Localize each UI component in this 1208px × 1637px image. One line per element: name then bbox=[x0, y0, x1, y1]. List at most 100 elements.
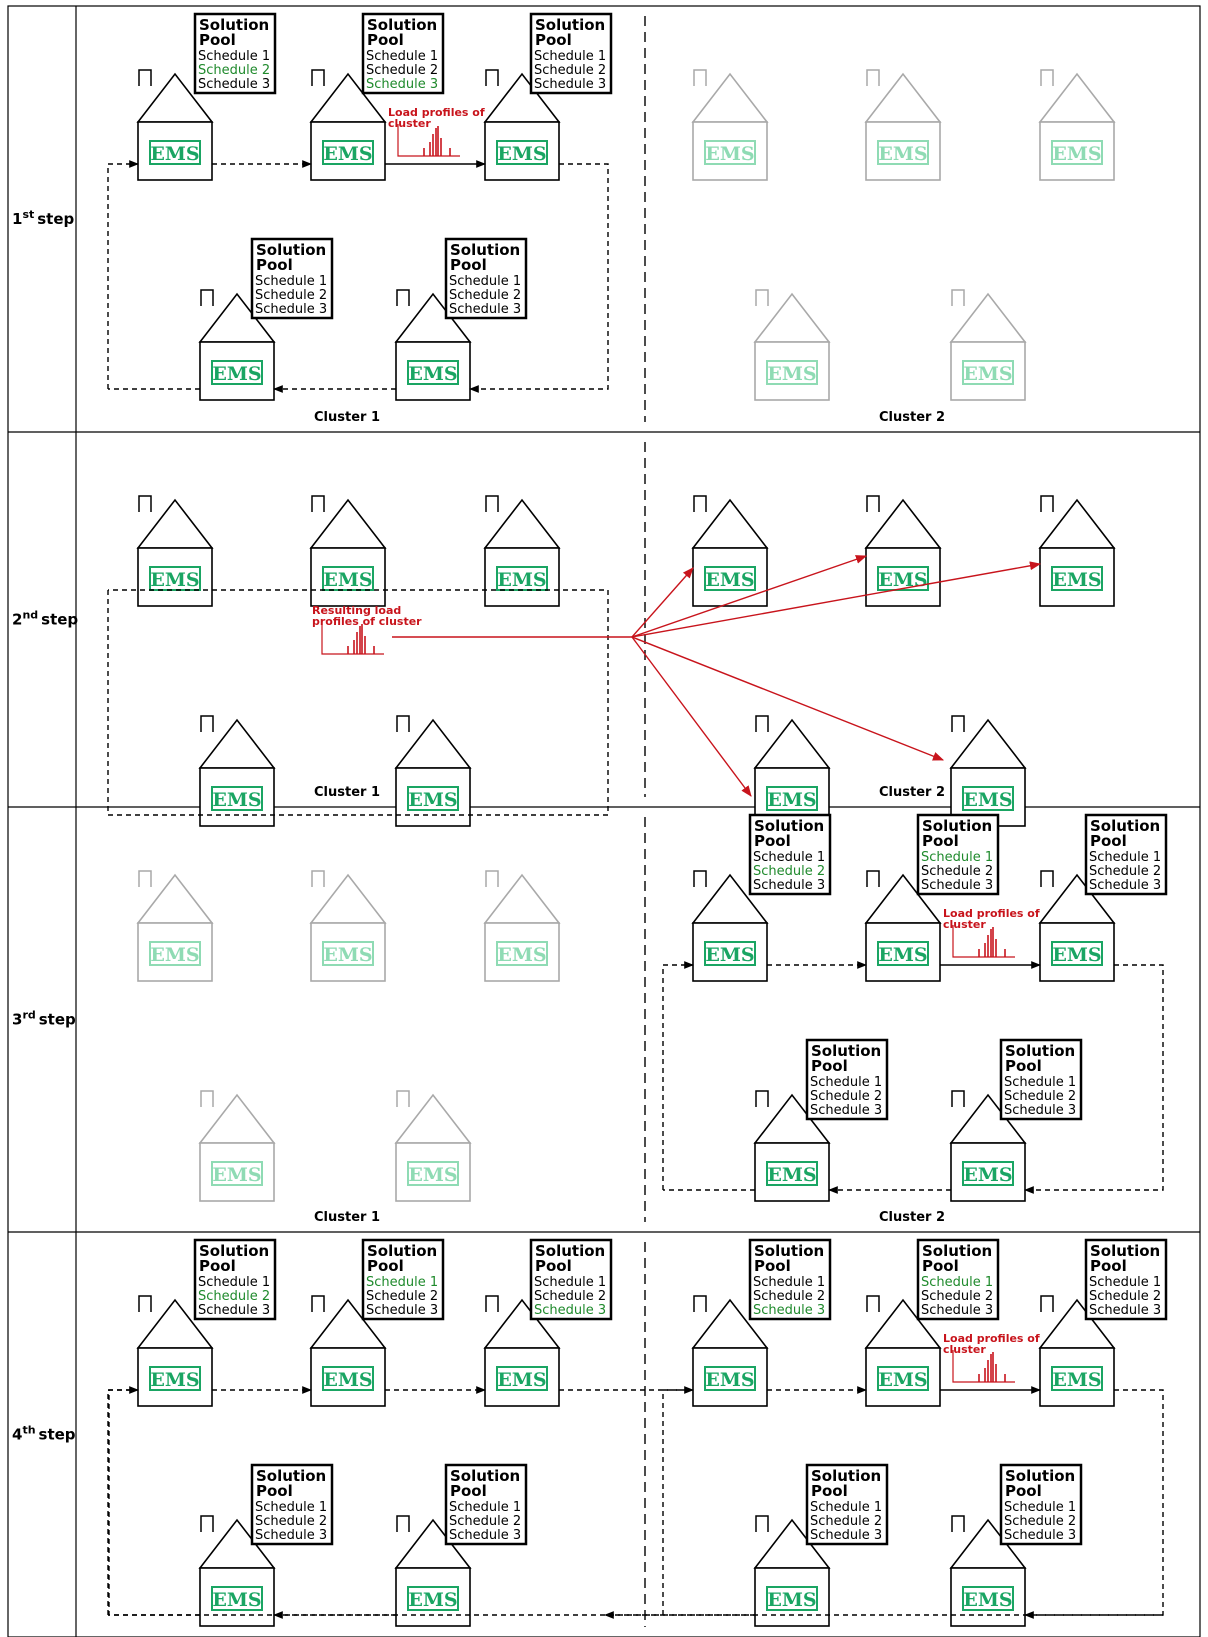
ems-label: EMS bbox=[1052, 1369, 1101, 1391]
schedule-item: Schedule 1 bbox=[1089, 850, 1161, 865]
ems-badge bbox=[211, 1586, 263, 1611]
ems-badge bbox=[704, 941, 756, 966]
schedule-item: Schedule 2 bbox=[810, 1514, 882, 1529]
ems-label: EMS bbox=[1052, 569, 1101, 591]
broadcast-arrow bbox=[631, 555, 868, 638]
chimney bbox=[951, 1515, 965, 1532]
house-icon: EMS bbox=[1038, 870, 1116, 982]
chimney bbox=[396, 289, 410, 306]
solution-pool-box bbox=[748, 813, 832, 896]
solution-pool-title: Pool bbox=[535, 31, 572, 49]
schedule-item: Schedule 1 bbox=[449, 1500, 521, 1515]
schedule-item: Schedule 2 bbox=[534, 63, 606, 78]
dashed-connector bbox=[469, 163, 609, 393]
house-icon: EMS bbox=[753, 1090, 831, 1202]
ems-badge bbox=[1051, 1366, 1103, 1391]
ems-badge bbox=[962, 360, 1014, 385]
chimney bbox=[200, 1515, 214, 1532]
solution-pool-title: Pool bbox=[199, 31, 236, 49]
step-word: step bbox=[37, 210, 74, 228]
dashed-connector bbox=[662, 961, 694, 1190]
house-icon: EMS bbox=[949, 1515, 1027, 1627]
chimney bbox=[951, 715, 965, 732]
house-icon: EMS bbox=[691, 1295, 769, 1407]
schedule-item: Schedule 2 bbox=[921, 1289, 993, 1304]
house-icon: EMS bbox=[136, 870, 214, 982]
schedule-item: Schedule 2 bbox=[534, 1289, 606, 1304]
ems-label: EMS bbox=[150, 1369, 199, 1391]
ems-label: EMS bbox=[878, 944, 927, 966]
chimney bbox=[755, 1515, 769, 1532]
schedule-item: Schedule 2 bbox=[810, 1089, 882, 1104]
ems-label: EMS bbox=[323, 143, 372, 165]
chimney bbox=[1040, 69, 1054, 86]
dashed-connector bbox=[108, 1389, 1163, 1616]
chimney bbox=[693, 1295, 707, 1312]
ems-badge bbox=[149, 140, 201, 165]
schedule-item: Schedule 2 bbox=[449, 1514, 521, 1529]
house-icon: EMS bbox=[198, 715, 276, 827]
solution-pool-title: Pool bbox=[450, 1482, 487, 1500]
schedule-item: Schedule 1 bbox=[366, 1275, 438, 1290]
ems-badge bbox=[149, 566, 201, 591]
cluster-label: Cluster 1 bbox=[314, 1210, 380, 1225]
load-profile-label: profiles of cluster bbox=[312, 615, 422, 628]
solution-pool-title: Pool bbox=[922, 1257, 959, 1275]
schedule-item: Schedule 3 bbox=[449, 302, 521, 317]
roof bbox=[394, 718, 472, 769]
ems-label: EMS bbox=[323, 944, 372, 966]
ems-label: EMS bbox=[212, 1589, 261, 1611]
dashed-connector bbox=[1024, 1389, 1164, 1619]
solution-pool-title: Solution bbox=[1090, 817, 1160, 835]
roof bbox=[691, 498, 769, 549]
solution-pool-box bbox=[529, 1238, 613, 1321]
ems-label: EMS bbox=[212, 1164, 261, 1186]
ems-badge bbox=[766, 1586, 818, 1611]
roof bbox=[864, 498, 942, 549]
solution-pool-box bbox=[361, 12, 445, 95]
ems-label: EMS bbox=[1052, 143, 1101, 165]
chimney bbox=[755, 1090, 769, 1107]
house-icon: EMS bbox=[949, 1090, 1027, 1202]
schedule-item: Schedule 3 bbox=[366, 1303, 438, 1318]
schedule-item: Schedule 2 bbox=[449, 288, 521, 303]
solution-pool-title: Solution bbox=[450, 1467, 520, 1485]
chimney bbox=[755, 289, 769, 306]
solution-pool-title: Solution bbox=[535, 16, 605, 34]
ems-badge bbox=[877, 140, 929, 165]
broadcast-arrow bbox=[631, 567, 694, 638]
schedule-item: Schedule 2 bbox=[198, 63, 270, 78]
chimney bbox=[311, 1295, 325, 1312]
ems-badge bbox=[1051, 140, 1103, 165]
house-icon: EMS bbox=[136, 1295, 214, 1407]
schedule-item: Schedule 1 bbox=[921, 850, 993, 865]
schedule-item: Schedule 2 bbox=[255, 288, 327, 303]
chimney bbox=[311, 495, 325, 512]
schedule-item: Schedule 1 bbox=[1089, 1275, 1161, 1290]
cluster-label: Cluster 2 bbox=[879, 1210, 945, 1225]
profile-axes bbox=[397, 124, 460, 157]
schedule-item: Schedule 3 bbox=[921, 1303, 993, 1318]
solution-pool-title: Pool bbox=[256, 1482, 293, 1500]
house-icon: EMS bbox=[394, 1090, 472, 1202]
schedule-item: Schedule 3 bbox=[921, 878, 993, 893]
step-suffix: nd bbox=[22, 609, 38, 622]
roof bbox=[394, 1093, 472, 1144]
ems-badge bbox=[766, 360, 818, 385]
broadcast-arrow bbox=[631, 561, 1042, 638]
chimney bbox=[755, 715, 769, 732]
solution-pool-title: Solution bbox=[199, 1242, 269, 1260]
roof bbox=[753, 718, 831, 769]
load-profile-label: Load profiles of bbox=[388, 106, 485, 119]
solution-pool-box bbox=[999, 1038, 1083, 1121]
